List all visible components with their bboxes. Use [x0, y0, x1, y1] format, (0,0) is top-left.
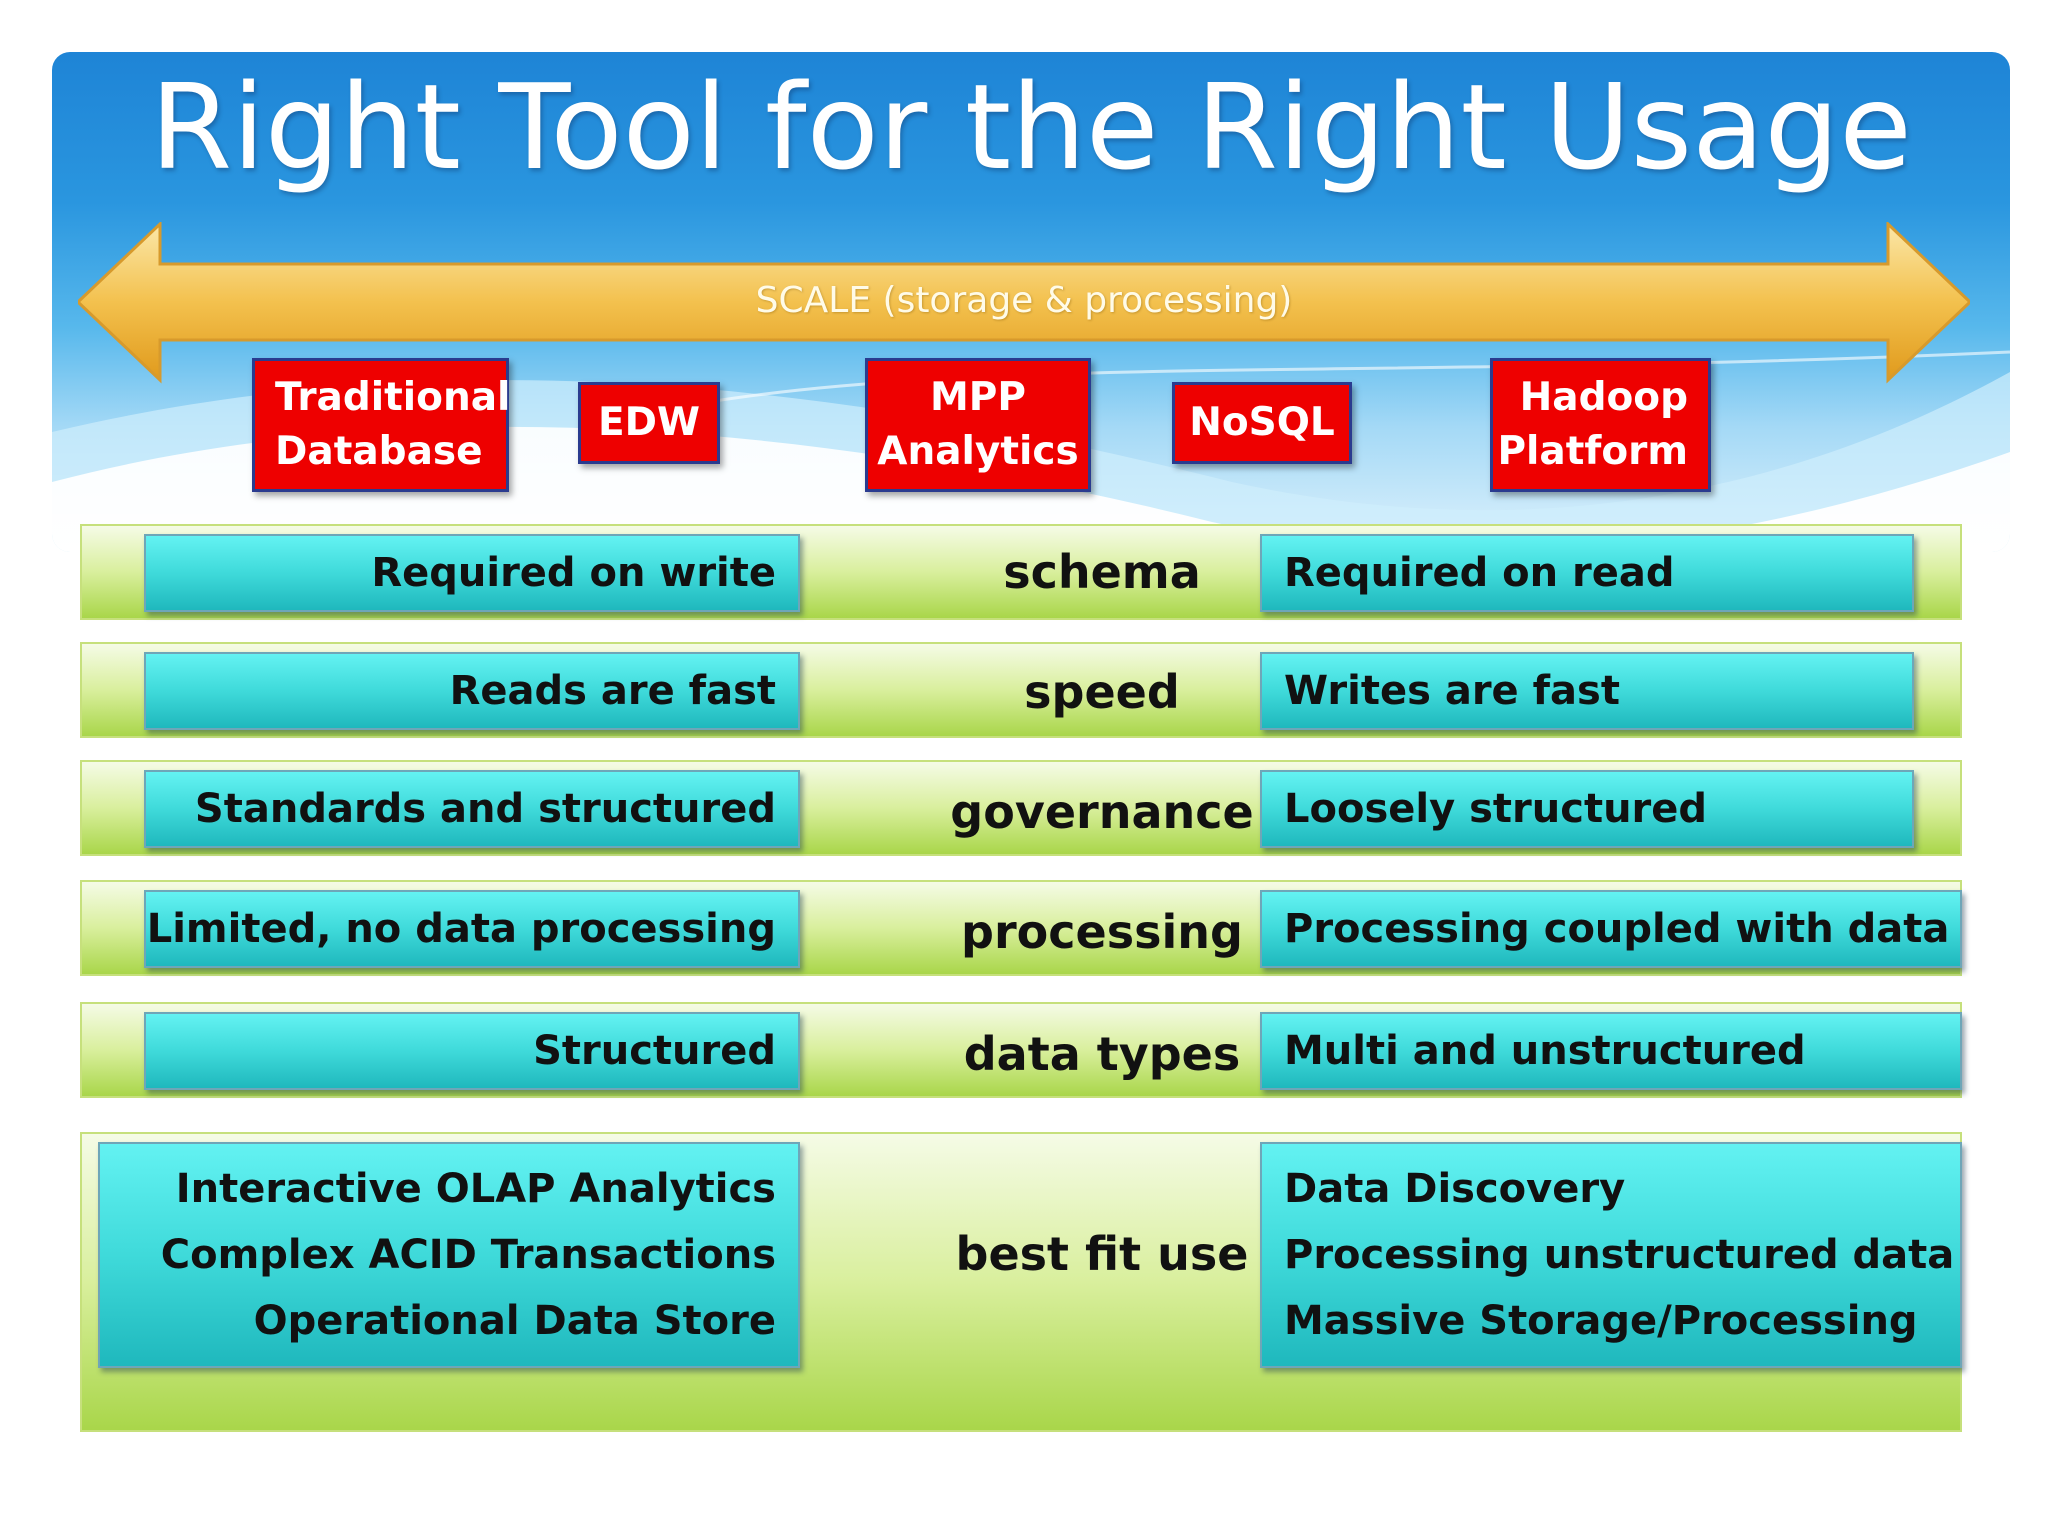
best-fit-left-item: Interactive OLAP Analytics	[175, 1166, 776, 1212]
row-left-value: Required on write	[144, 534, 800, 612]
row-label: best fit use	[955, 1227, 1249, 1281]
comparison-row-speed: Reads are fast speed Writes are fast	[80, 642, 1962, 738]
best-fit-left-item: Complex ACID Transactions	[160, 1232, 776, 1278]
row-left-value: Structured	[144, 1012, 800, 1090]
row-right-value: Writes are fast	[1260, 652, 1914, 730]
row-left-value: Limited, no data processing	[144, 890, 800, 968]
best-fit-left-item: Operational Data Store	[253, 1298, 776, 1344]
row-right-value: Loosely structured	[1260, 770, 1914, 848]
best-fit-right-item: Massive Storage/Processing	[1284, 1298, 1918, 1344]
row-left-value: Standards and structured	[144, 770, 800, 848]
tool-nosql: NoSQL	[1172, 382, 1352, 464]
best-fit-right-item: Data Discovery	[1284, 1166, 1626, 1212]
tool-mpp-analytics: MPP Analytics	[865, 358, 1091, 492]
row-label: processing	[961, 905, 1243, 959]
comparison-row-data-types: Structured data types Multi and unstruct…	[80, 1002, 1962, 1098]
row-right-value: Multi and unstructured	[1260, 1012, 1962, 1090]
row-right-value: Required on read	[1260, 534, 1914, 612]
comparison-row-best-fit-use: Interactive OLAP Analytics Complex ACID …	[80, 1132, 1962, 1432]
row-label: data types	[963, 1027, 1241, 1081]
tool-traditional-database: Traditional Database	[252, 358, 510, 492]
row-label: governance	[950, 785, 1254, 839]
scale-double-arrow	[78, 222, 1970, 384]
comparison-row-schema: Required on write schema Required on rea…	[80, 524, 1962, 620]
tool-edw: EDW	[578, 382, 720, 464]
row-label: schema	[1003, 545, 1201, 599]
row-label: speed	[1024, 665, 1180, 719]
comparison-row-governance: Standards and structured governance Loos…	[80, 760, 1962, 856]
best-fit-right-list: Data Discovery Processing unstructured d…	[1260, 1142, 1962, 1368]
best-fit-right-item: Processing unstructured data	[1284, 1232, 1955, 1278]
row-left-value: Reads are fast	[144, 652, 800, 730]
page-title: Right Tool for the Right Usage	[150, 58, 1912, 196]
best-fit-left-list: Interactive OLAP Analytics Complex ACID …	[98, 1142, 800, 1368]
tool-hadoop-platform: Hadoop Platform	[1490, 358, 1711, 492]
row-right-value: Processing coupled with data	[1260, 890, 1962, 968]
scale-label: SCALE (storage & processing)	[755, 280, 1293, 321]
comparison-row-processing: Limited, no data processing processing P…	[80, 880, 1962, 976]
